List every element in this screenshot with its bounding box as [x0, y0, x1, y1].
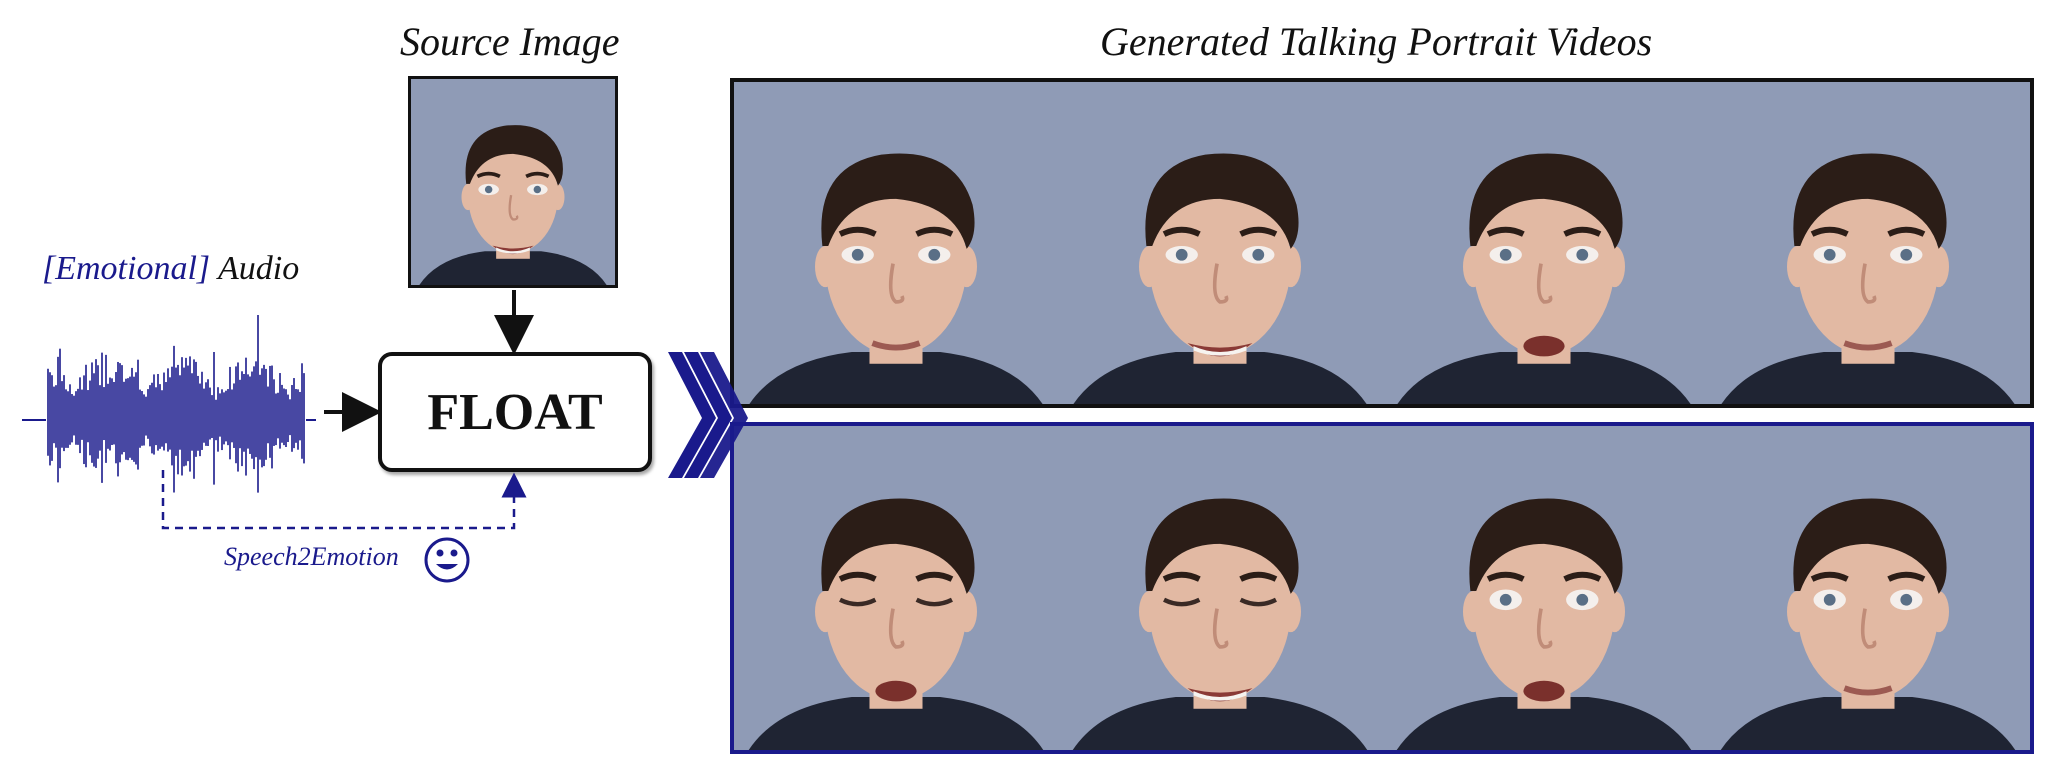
- smiley-icon: [424, 537, 470, 583]
- video-frame: [734, 426, 1058, 750]
- video-frame: [734, 82, 1058, 404]
- speech2emotion-dashed-path: [161, 470, 527, 530]
- audio-title-emotional: [Emotional]: [42, 250, 211, 287]
- audio-title: [Emotional] Audio: [42, 250, 299, 288]
- source-image-title: Source Image: [400, 19, 620, 64]
- generated-videos-title: Generated Talking Portrait Videos: [1100, 19, 1653, 64]
- video-frame: [1058, 82, 1382, 404]
- speech2emotion-label: Speech2Emotion: [224, 542, 399, 571]
- audio-title-audio: Audio: [218, 250, 300, 287]
- video-frame: [1382, 426, 1706, 750]
- audio-waveform: [22, 314, 316, 493]
- float-model-box: FLOAT: [378, 352, 652, 472]
- float-label: FLOAT: [427, 383, 603, 441]
- generated-video-row-neutral: [730, 78, 2034, 408]
- video-frame: [1706, 426, 2030, 750]
- video-frame: [1706, 82, 2030, 404]
- generated-video-row-emotional: [730, 422, 2034, 754]
- source-image: [408, 76, 618, 288]
- video-frame: [1382, 82, 1706, 404]
- video-frame: [1058, 426, 1382, 750]
